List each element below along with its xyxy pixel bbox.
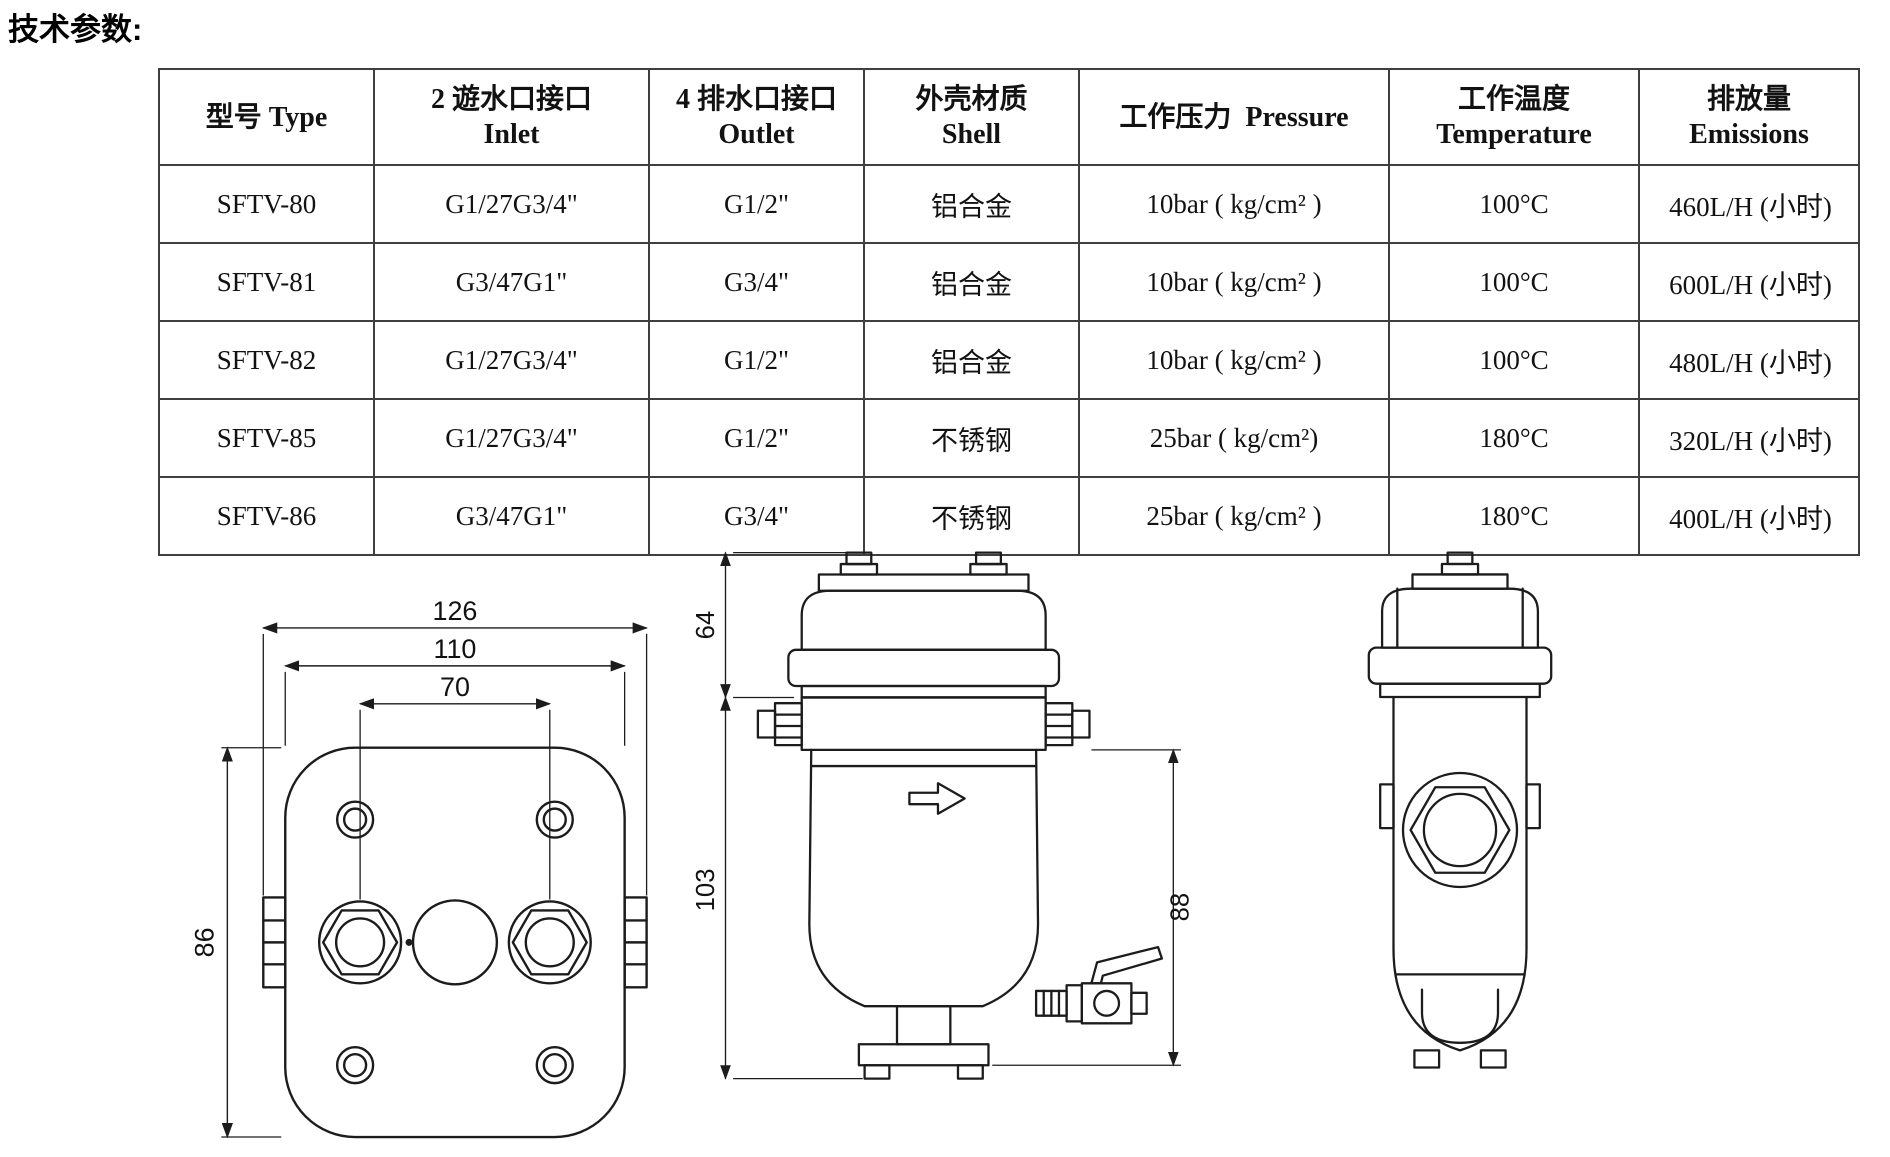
table-cell: 600L/H (小时) bbox=[1638, 242, 1860, 322]
table-cell: 铝合金 bbox=[863, 164, 1080, 244]
col-header-emissions-en: Emissions bbox=[1689, 119, 1809, 150]
front-view-drawing: 64 103 88 bbox=[695, 551, 1195, 1080]
dim-label-flange-width: 110 bbox=[433, 634, 476, 664]
table-cell: G3/4" bbox=[648, 242, 865, 322]
table-cell: 460L/H (小时) bbox=[1638, 164, 1860, 244]
table-cell: SFTV-85 bbox=[158, 398, 375, 478]
front-view-body bbox=[756, 551, 1164, 1080]
table-cell: 10bar ( kg/cm² ) bbox=[1078, 242, 1390, 322]
col-header-outlet-zh: 4 排水口接口 bbox=[675, 84, 837, 115]
table-row: SFTV-80 G1/27G3/4" G1/2" 铝合金 10bar ( kg/… bbox=[158, 164, 1860, 244]
table-cell: 100°C bbox=[1388, 320, 1640, 400]
dim-label-port-spacing: 70 bbox=[440, 672, 470, 702]
table-cell: 320L/H (小时) bbox=[1638, 398, 1860, 478]
table-cell: 180°C bbox=[1388, 398, 1640, 478]
spec-table: 型号 Type 2 遊水口接口 Inlet 4 排水口接口 Outlet 外壳材… bbox=[158, 68, 1860, 556]
table-cell: 25bar ( kg/cm² ) bbox=[1078, 476, 1390, 556]
table-row: SFTV-85 G1/27G3/4" G1/2" 不锈钢 25bar ( kg/… bbox=[158, 398, 1860, 478]
col-header-temperature-zh: 工作温度 bbox=[1457, 84, 1570, 115]
col-header-emissions: 排放量 Emissions bbox=[1638, 68, 1860, 166]
table-cell: G1/2" bbox=[648, 320, 865, 400]
col-header-temperature-en: Temperature bbox=[1436, 119, 1592, 150]
table-cell: 10bar ( kg/cm² ) bbox=[1078, 320, 1390, 400]
table-cell: G1/27G3/4" bbox=[373, 398, 650, 478]
col-header-outlet: 4 排水口接口 Outlet bbox=[648, 68, 865, 166]
dim-label-body-height: 86 bbox=[189, 927, 219, 957]
col-header-type-zh: 型号 Type bbox=[205, 101, 328, 133]
table-row: SFTV-86 G3/47G1" G3/4" 不锈钢 25bar ( kg/cm… bbox=[158, 476, 1860, 556]
col-header-shell: 外壳材质 Shell bbox=[863, 68, 1080, 166]
table-row: SFTV-81 G3/47G1" G3/4" 铝合金 10bar ( kg/cm… bbox=[158, 242, 1860, 322]
col-header-shell-en: Shell bbox=[941, 119, 1002, 150]
dim-label-overall-width: 126 bbox=[432, 598, 477, 626]
table-cell: G3/47G1" bbox=[373, 242, 650, 322]
col-header-temperature: 工作温度 Temperature bbox=[1388, 68, 1640, 166]
table-cell: SFTV-82 bbox=[158, 320, 375, 400]
col-header-inlet-en: Inlet bbox=[483, 119, 540, 150]
table-cell: SFTV-86 bbox=[158, 476, 375, 556]
table-cell: 不锈钢 bbox=[863, 398, 1080, 478]
table-cell: 铝合金 bbox=[863, 320, 1080, 400]
table-cell: 480L/H (小时) bbox=[1638, 320, 1860, 400]
page-title: 技术参数: bbox=[8, 12, 143, 47]
table-cell: 100°C bbox=[1388, 242, 1640, 322]
col-header-type: 型号 Type bbox=[158, 68, 375, 166]
table-cell: 180°C bbox=[1388, 476, 1640, 556]
col-header-pressure: 工作压力 Pressure bbox=[1078, 68, 1390, 166]
table-cell: 10bar ( kg/cm² ) bbox=[1078, 164, 1390, 244]
dim-label-cap-height: 64 bbox=[695, 611, 720, 640]
dim-label-front-body-height: 103 bbox=[695, 868, 720, 911]
table-cell: G1/2" bbox=[648, 398, 865, 478]
table-cell: G3/47G1" bbox=[373, 476, 650, 556]
table-cell: SFTV-81 bbox=[158, 242, 375, 322]
table-cell: 25bar ( kg/cm²) bbox=[1078, 398, 1390, 478]
table-row: SFTV-82 G1/27G3/4" G1/2" 铝合金 10bar ( kg/… bbox=[158, 320, 1860, 400]
col-header-shell-zh: 外壳材质 bbox=[915, 84, 1028, 115]
col-header-outlet-en: Outlet bbox=[718, 119, 795, 150]
table-header-row: 型号 Type 2 遊水口接口 Inlet 4 排水口接口 Outlet 外壳材… bbox=[158, 68, 1860, 166]
top-view-dimensions: 126 110 70 86 bbox=[189, 598, 649, 1139]
col-header-emissions-zh: 排放量 bbox=[1706, 84, 1791, 115]
table-cell: SFTV-80 bbox=[158, 164, 375, 244]
col-header-pressure-zh: 工作压力 Pressure bbox=[1119, 101, 1349, 133]
top-view-body bbox=[262, 746, 648, 1139]
table-cell: G1/27G3/4" bbox=[373, 320, 650, 400]
top-view-drawing: 126 110 70 86 bbox=[189, 598, 649, 1139]
table-cell: 400L/H (小时) bbox=[1638, 476, 1860, 556]
side-view-drawing bbox=[1367, 551, 1553, 1069]
table-cell: G1/2" bbox=[648, 164, 865, 244]
table-cell: 100°C bbox=[1388, 164, 1640, 244]
side-view-body bbox=[1367, 551, 1553, 1069]
col-header-inlet: 2 遊水口接口 Inlet bbox=[373, 68, 650, 166]
col-header-inlet-zh: 2 遊水口接口 bbox=[430, 84, 592, 115]
front-view-dimensions: 64 103 88 bbox=[695, 551, 1195, 1080]
table-cell: G1/27G3/4" bbox=[373, 164, 650, 244]
table-cell: 不锈钢 bbox=[863, 476, 1080, 556]
dim-label-right-height: 88 bbox=[1167, 893, 1195, 922]
table-cell: G3/4" bbox=[648, 476, 865, 556]
table-cell: 铝合金 bbox=[863, 242, 1080, 322]
